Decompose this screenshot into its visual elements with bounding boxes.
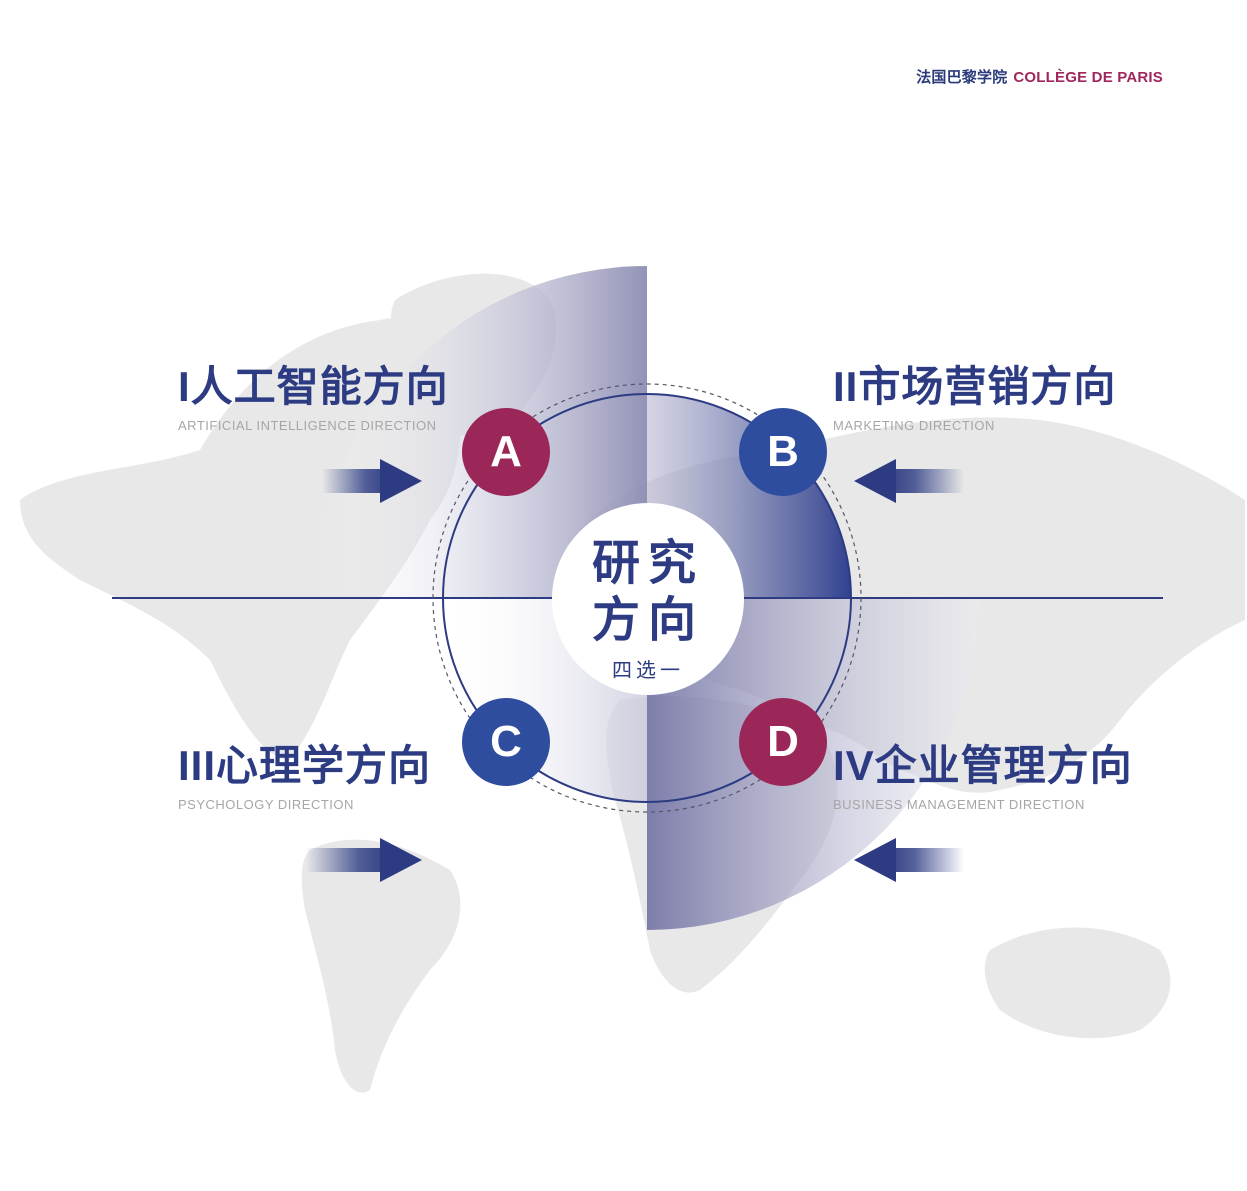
center-title-line2: 方向 [591,594,704,647]
center-subtitle: 四选一 [612,660,684,682]
direction-c-subtitle: PSYCHOLOGY DIRECTION [178,797,354,812]
direction-d-subtitle: BUSINESS MANAGEMENT DIRECTION [833,797,1085,812]
direction-a-subtitle: ARTIFICIAL INTELLIGENCE DIRECTION [178,418,437,433]
center-circle [552,503,744,695]
arrow-to-a [322,459,422,503]
arrow-to-c [306,838,422,882]
center-title-line1: 研究 [591,537,704,590]
badge-a: A [462,408,550,496]
direction-b-title: II市场营销方向 [833,363,1117,410]
arrow-to-b [854,459,964,503]
badge-c: C [462,698,550,786]
inner-ring [442,393,852,803]
dashed-ring [432,383,862,813]
direction-a-title: I人工智能方向 [178,363,449,410]
north-america [20,317,472,760]
australia [984,927,1171,1039]
direction-d-title: IV企业管理方向 [833,742,1133,789]
brand-name-cn: 法国巴黎学院 [916,69,1008,86]
badge-d: D [739,698,827,786]
direction-b-subtitle: MARKETING DIRECTION [833,418,995,433]
direction-c-title: III心理学方向 [178,742,432,789]
brand-name-en: COLLÈGE DE PARIS [1013,69,1163,86]
arrow-to-d [854,838,964,882]
badge-b: B [739,408,827,496]
brand-header: 法国巴黎学院 COLLÈGE DE PARIS [916,66,1163,87]
south-america [301,839,461,1093]
